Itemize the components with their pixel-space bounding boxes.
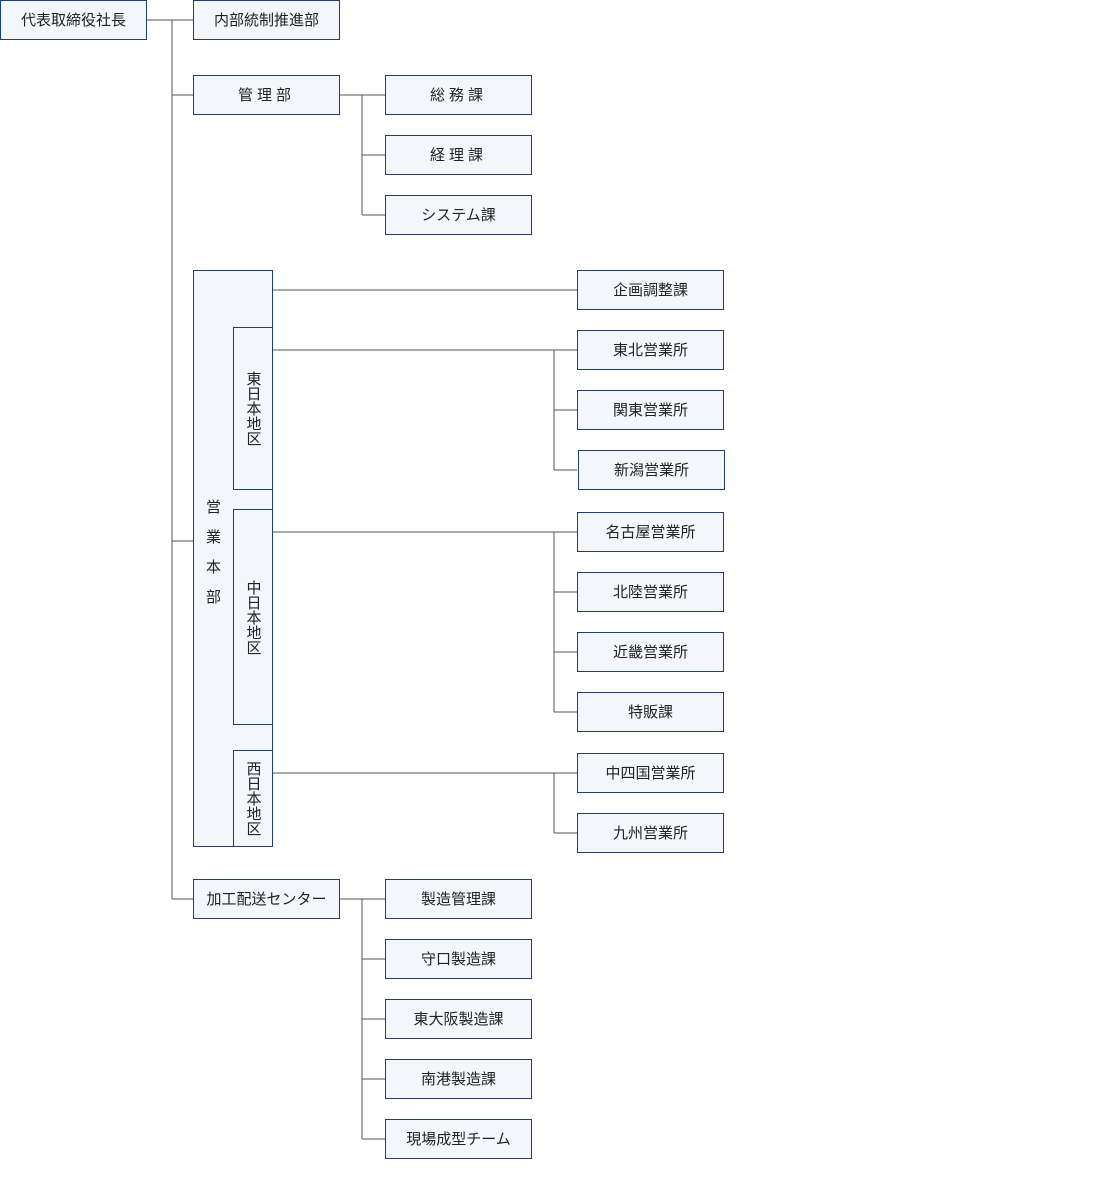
sales-office-label: 東北営業所 (612, 340, 688, 359)
east-region-box: 東日本地区 (233, 327, 273, 490)
internal-control-box: 内部統制推進部 (193, 0, 340, 40)
sales-hq-label: 営業本部 (204, 498, 222, 619)
planning-section-label: 企画調整課 (612, 280, 688, 299)
sales-office-label: 中四国営業所 (605, 763, 696, 782)
processing-section-box: 守口製造課 (385, 939, 532, 979)
processing-section-label: 守口製造課 (420, 949, 496, 968)
admin-section-box: システム課 (385, 195, 532, 235)
sales-office-label: 北陸営業所 (612, 582, 688, 601)
west-region-box: 西日本地区 (233, 750, 273, 847)
processing-section-box: 南港製造課 (385, 1059, 532, 1099)
sales-office-label: 関東営業所 (612, 400, 688, 419)
sales-office-label: 新潟営業所 (613, 460, 689, 479)
admin-section-label: システム課 (421, 205, 496, 224)
sales-office-box: 北陸営業所 (577, 572, 724, 612)
west-region-label: 西日本地区 (244, 761, 263, 836)
internal-control-label: 内部統制推進部 (213, 10, 319, 29)
processing-section-box: 製造管理課 (385, 879, 532, 919)
processing-section-box: 東大阪製造課 (385, 999, 532, 1039)
sales-office-box: 特販課 (577, 692, 724, 732)
east-region-label: 東日本地区 (244, 371, 263, 446)
admin-section-box: 経理課 (385, 135, 532, 175)
sales-office-box: 関東営業所 (577, 390, 724, 430)
planning-section-box: 企画調整課 (577, 270, 724, 310)
central-region-label: 中日本地区 (244, 579, 263, 655)
admin-dept-label: 管理部 (237, 85, 295, 104)
sales-office-label: 特販課 (627, 702, 673, 721)
admin-section-label: 経理課 (429, 145, 487, 164)
admin-section-box: 総務課 (385, 75, 532, 115)
sales-office-box: 九州営業所 (577, 813, 724, 853)
sales-office-box: 近畿営業所 (577, 632, 724, 672)
processing-section-box: 現場成型チーム (385, 1119, 532, 1159)
sales-office-box: 新潟営業所 (578, 450, 725, 490)
sales-office-label: 名古屋営業所 (605, 522, 696, 541)
processing-center-box: 加工配送センター (193, 879, 340, 919)
processing-section-label: 製造管理課 (420, 889, 496, 908)
sales-office-box: 中四国営業所 (577, 753, 724, 793)
processing-section-label: 現場成型チーム (406, 1129, 511, 1148)
sales-office-box: 東北営業所 (577, 330, 724, 370)
sales-office-label: 九州営業所 (612, 823, 688, 842)
processing-center-label: 加工配送センター (206, 889, 327, 908)
ceo-box: 代表取締役社長 (0, 0, 147, 40)
admin-section-label: 総務課 (429, 85, 487, 104)
sales-office-label: 近畿営業所 (612, 642, 688, 661)
ceo-label: 代表取締役社長 (20, 10, 126, 29)
processing-section-label: 東大阪製造課 (413, 1009, 504, 1028)
central-region-box: 中日本地区 (233, 509, 273, 725)
sales-office-box: 名古屋営業所 (577, 512, 724, 552)
admin-dept-box: 管理部 (193, 75, 340, 115)
processing-section-label: 南港製造課 (420, 1069, 496, 1088)
